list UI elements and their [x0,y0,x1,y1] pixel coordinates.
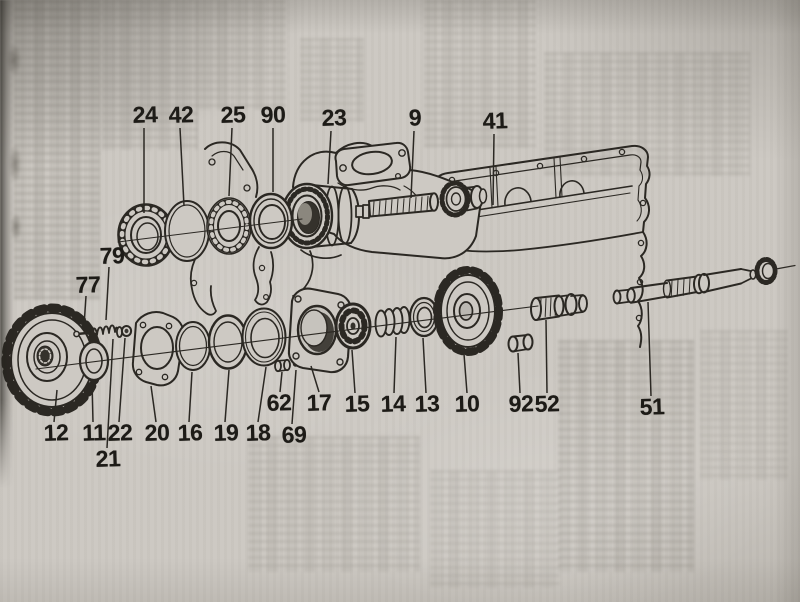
gear-10 [433,266,503,356]
leader-line-9 [410,130,415,199]
part-label-13: 13 [414,390,440,417]
part-label-11: 11 [81,419,106,446]
spring-79 [90,324,119,337]
part-label-10: 10 [454,390,480,417]
leader-line-42 [179,127,185,207]
part-label-51: 51 [639,393,665,420]
part-label-52: 52 [534,390,560,417]
part-label-24: 24 [132,101,158,128]
leader-line-51 [647,301,652,397]
shaft-9 [355,180,488,219]
leader-line-13 [422,337,427,394]
leader-line-14 [393,336,397,394]
leader-line-17 [310,365,320,393]
leader-line-20 [150,385,157,423]
leader-line-10 [463,353,468,394]
leader-line-69 [291,369,297,425]
part-label-9: 9 [408,104,422,131]
leader-line-12 [53,389,58,423]
book-spine-shadow [0,0,14,488]
spacer-62 [274,358,291,373]
leader-line-23 [327,130,332,185]
leader-line-52 [545,319,548,394]
leader-line-77 [83,295,87,327]
part-label-62: 62 [266,389,292,416]
bearing-15 [334,302,372,350]
part-label-90: 90 [260,101,286,128]
part-label-22: 22 [107,419,133,446]
part-label-12: 12 [43,419,69,446]
leader-line-18 [257,366,267,423]
part-label-25: 25 [220,101,246,128]
axis-lines [35,218,539,370]
gasket-left [189,141,275,316]
drum-23 [280,182,360,250]
leader-line-19 [224,369,230,423]
part-label-41: 41 [482,107,508,134]
part-label-20: 20 [144,419,170,446]
leader-line-11 [91,380,94,423]
ring-13 [408,296,440,338]
leader-line-16 [188,371,193,423]
leader-line-62 [279,371,283,393]
leader-line-25 [228,127,233,197]
splined-hub [439,180,471,218]
part-label-19: 19 [213,419,239,446]
plate-20 [131,311,185,387]
shaft-51 [612,257,796,305]
part-label-79: 79 [99,242,125,269]
part-label-69: 69 [281,421,307,448]
nut-22 [120,325,133,337]
part-label-14: 14 [380,390,406,417]
part-label-18: 18 [245,419,271,446]
housing-17 [287,287,353,374]
part-label-92: 92 [508,390,534,417]
ring-19 [207,314,249,370]
spring-washers-14 [374,306,411,338]
case-top-flange [334,141,412,187]
leader-line-22 [118,337,126,423]
coupling-52 [530,292,588,321]
part-label-42: 42 [168,101,194,128]
part-label-21: 21 [95,445,121,472]
pin-77 [73,330,89,338]
part-label-23: 23 [321,104,347,131]
leader-line-41 [492,133,495,206]
bush-92 [507,333,534,353]
part-label-16: 16 [177,419,203,446]
leader-line-79 [105,266,110,321]
part-label-17: 17 [306,389,332,416]
part-label-77: 77 [75,271,101,298]
ring-16 [175,321,211,371]
leader-line-15 [351,349,356,394]
part-label-15: 15 [344,390,370,417]
leader-line-92 [517,352,521,394]
leader-line-21 [106,338,114,449]
